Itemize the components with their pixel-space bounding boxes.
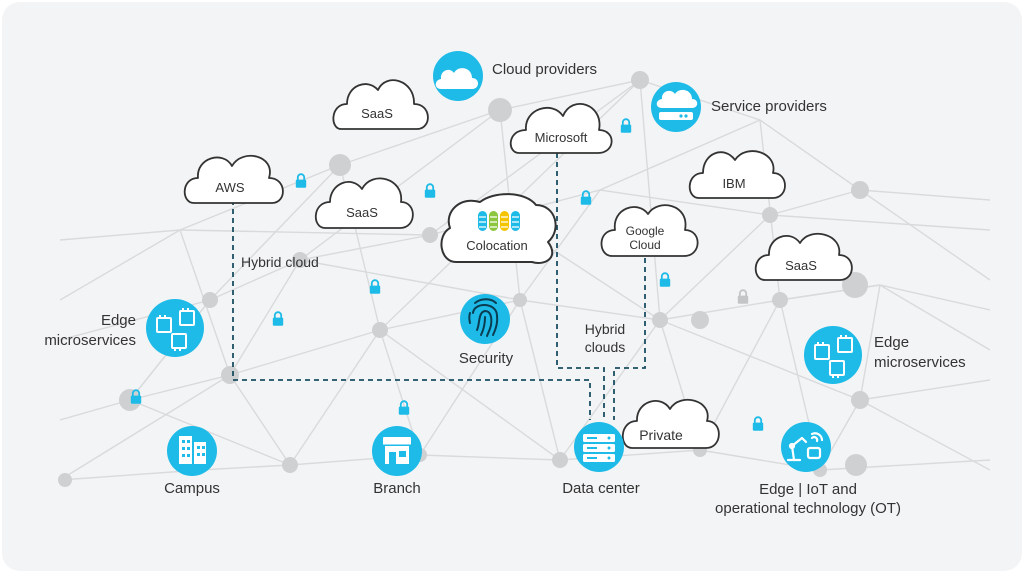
cloud-icon [435,68,478,89]
data-center-label: Data center [562,480,640,497]
google-label-line1: Google [626,224,665,238]
edge-left-label-line2: microservices [44,332,136,349]
ibm-label: IBM [722,176,745,191]
cloud-providers-label: Cloud providers [492,61,597,78]
edge-left-node [146,299,204,357]
campus-label: Campus [164,480,220,497]
security-node [460,294,510,344]
saas-top-cloud [332,79,429,130]
cloud-providers-node [433,51,483,101]
google-label-line2: Cloud [629,238,660,252]
microservices-chip-icon [814,335,853,378]
aws-cloud [183,155,284,204]
edge-left-label-line1: Edge [101,312,136,329]
saas-mid-label: SaaS [346,205,378,220]
microsoft-cloud [509,103,613,154]
ibm-cloud [688,150,786,199]
colocation-cloud [440,193,557,264]
colocation-servers-icon [478,211,520,231]
edge-iot-node [781,422,831,472]
edge-right-label-line2: microservices [874,354,966,371]
saas-right-cloud [754,232,853,281]
edge-right-label-line1: Edge [874,334,909,351]
branch-storefront-icon [383,437,411,464]
saas-mid-cloud [314,177,414,229]
private-cloud [621,398,720,449]
mesh-nodes [58,71,869,487]
service-providers-label: Service providers [711,98,827,115]
data-center-node [574,422,624,472]
saas-right-label: SaaS [785,258,817,273]
hybrid-clouds-label-line2: clouds [585,339,625,355]
campus-buildings-icon [179,436,206,464]
cloud-shapes [183,79,853,449]
campus-node [167,426,217,476]
edge-iot-label-line1: Edge | IoT and [759,481,857,498]
branch-label: Branch [373,480,421,497]
hybrid-cloud-label: Hybrid cloud [241,254,319,270]
fingerprint-icon [468,298,499,337]
cloud-server-icon [656,89,698,120]
security-label: Security [459,350,514,367]
service-providers-node [651,82,701,132]
microsoft-label: Microsoft [535,130,588,145]
private-label: Private [639,427,683,443]
saas-top-label: SaaS [361,106,393,121]
edge-right-node [804,326,862,384]
aws-label: AWS [215,180,244,195]
labels: Cloud providers Service providers SaaS M… [44,61,965,517]
google-to-datacenter-line [613,258,646,420]
branch-node [372,426,422,476]
hybrid-connection-lines [232,153,646,420]
colocation-icon-group [478,211,520,231]
colocation-label: Colocation [466,238,527,253]
google-cloud [600,204,699,257]
microsoft-to-datacenter-line [556,153,605,420]
server-rack-icon [583,434,615,462]
microservices-chip-icon [156,308,195,351]
iot-robot-arm-icon [786,432,824,462]
hybrid-clouds-label-line1: Hybrid [585,321,625,337]
aws-to-datacenter-line [232,200,591,420]
edge-iot-label-line2: operational technology (OT) [715,500,901,517]
